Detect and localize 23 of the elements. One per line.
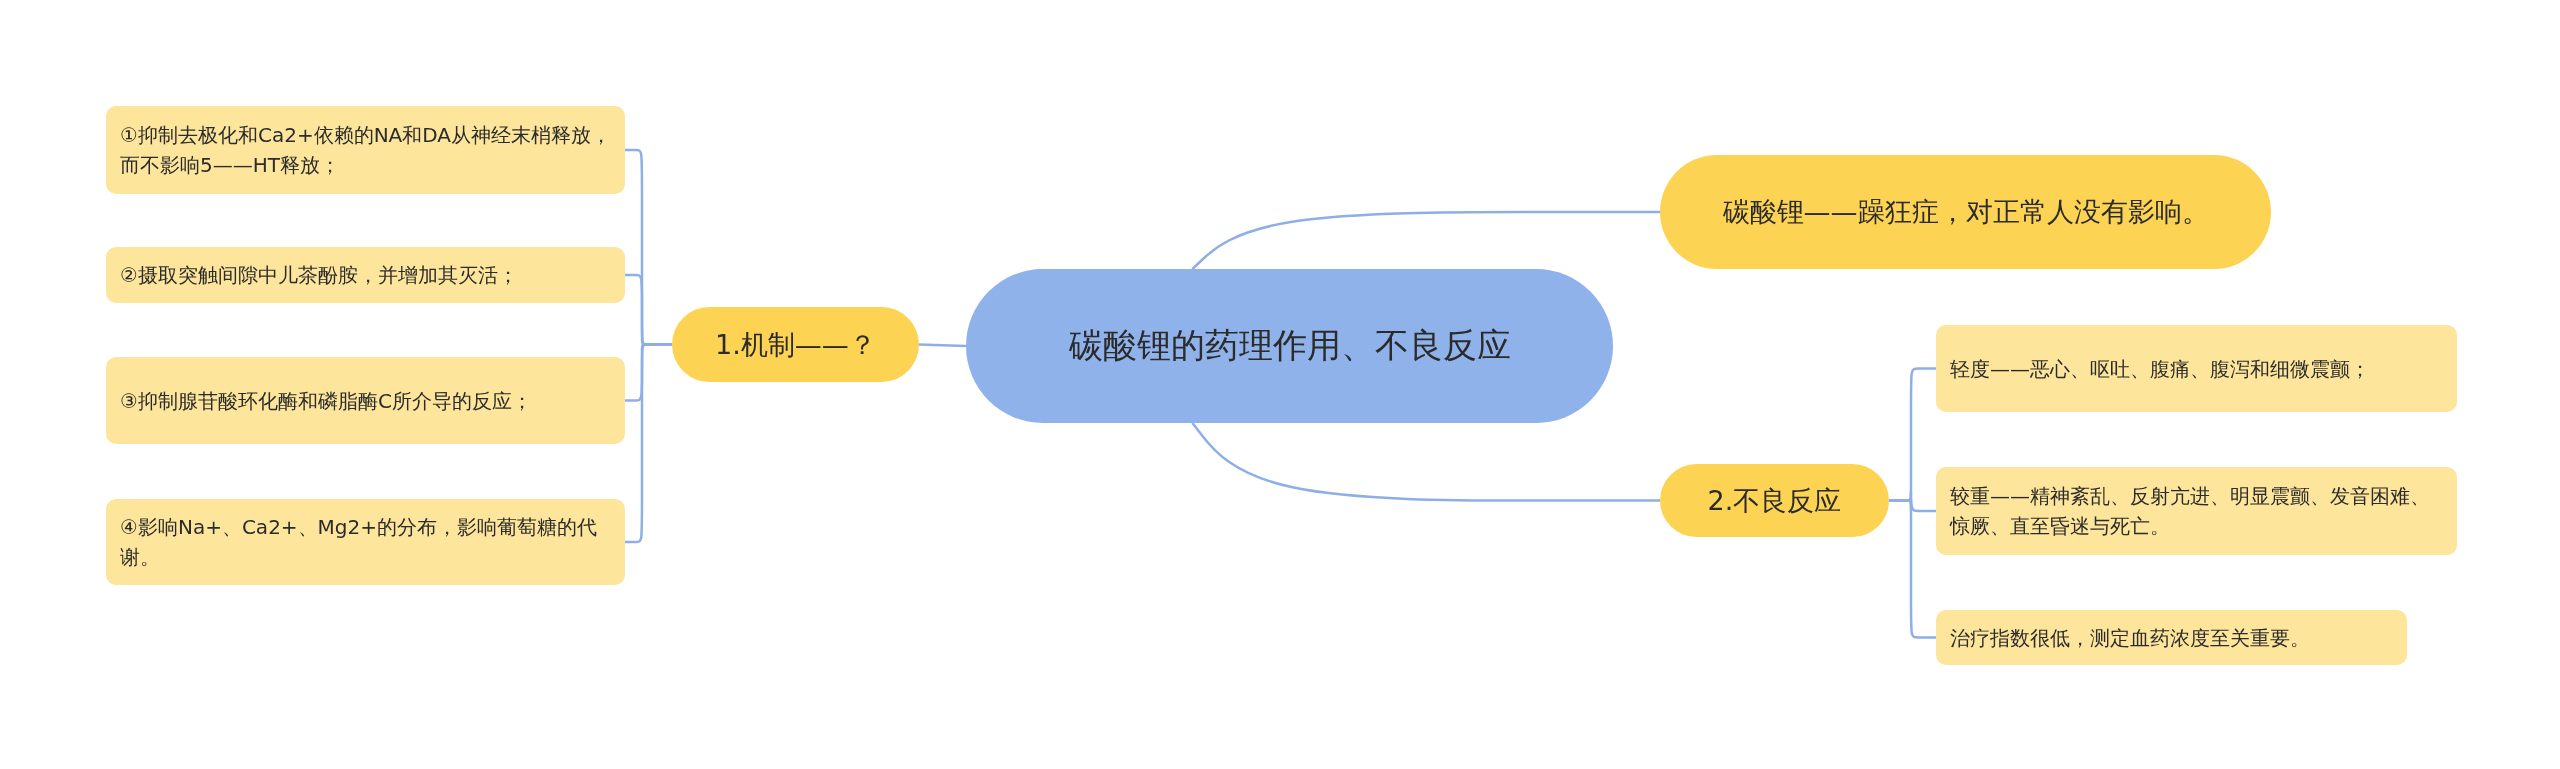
note-card xyxy=(1936,610,2407,665)
node-text: ②摄取突触间隙中儿茶酚胺，并增加其灭活； xyxy=(120,262,518,289)
node-text: 治疗指数很低，测定血药浓度至关重要。 xyxy=(1950,624,2310,652)
connector-line xyxy=(625,343,672,544)
node-text: 2.不良反应 xyxy=(1707,483,1842,518)
node-text: ④影响Na+、Ca2+、Mg2+的分布，影响葡萄糖的代谢。 xyxy=(120,514,599,571)
node-text: 碳酸锂——躁狂症，对正常人没有影响。 xyxy=(1722,195,2209,230)
node-text: 1.机制——？ xyxy=(715,327,876,362)
node-text: ①抑制去极化和Ca2+依赖的NA和DA从神经末梢释放，而不影响5——HT释放； xyxy=(120,122,612,179)
node-text: ③抑制腺苷酸环化酶和磷脂酶C所介导的反应； xyxy=(120,387,532,415)
note-card xyxy=(106,499,625,585)
connector-line xyxy=(1889,499,1936,639)
connector-line xyxy=(1191,422,1660,502)
node-text: 轻度——恶心、呕吐、腹痛、腹泻和细微震颤； xyxy=(1950,355,2370,383)
node-text: 碳酸锂的药理作用、不良反应 xyxy=(1068,324,1511,368)
note-card xyxy=(1936,325,2457,412)
connector-line xyxy=(918,343,967,348)
note-card xyxy=(106,106,625,194)
note-card xyxy=(106,357,625,444)
node-text: 较重——精神紊乱、反射亢进、明显震颤、发音困难、惊厥、直至昏迷与死亡。 xyxy=(1950,483,2431,540)
note-card xyxy=(106,247,625,303)
note-card xyxy=(1936,467,2457,555)
connector-line xyxy=(1191,210,1660,270)
